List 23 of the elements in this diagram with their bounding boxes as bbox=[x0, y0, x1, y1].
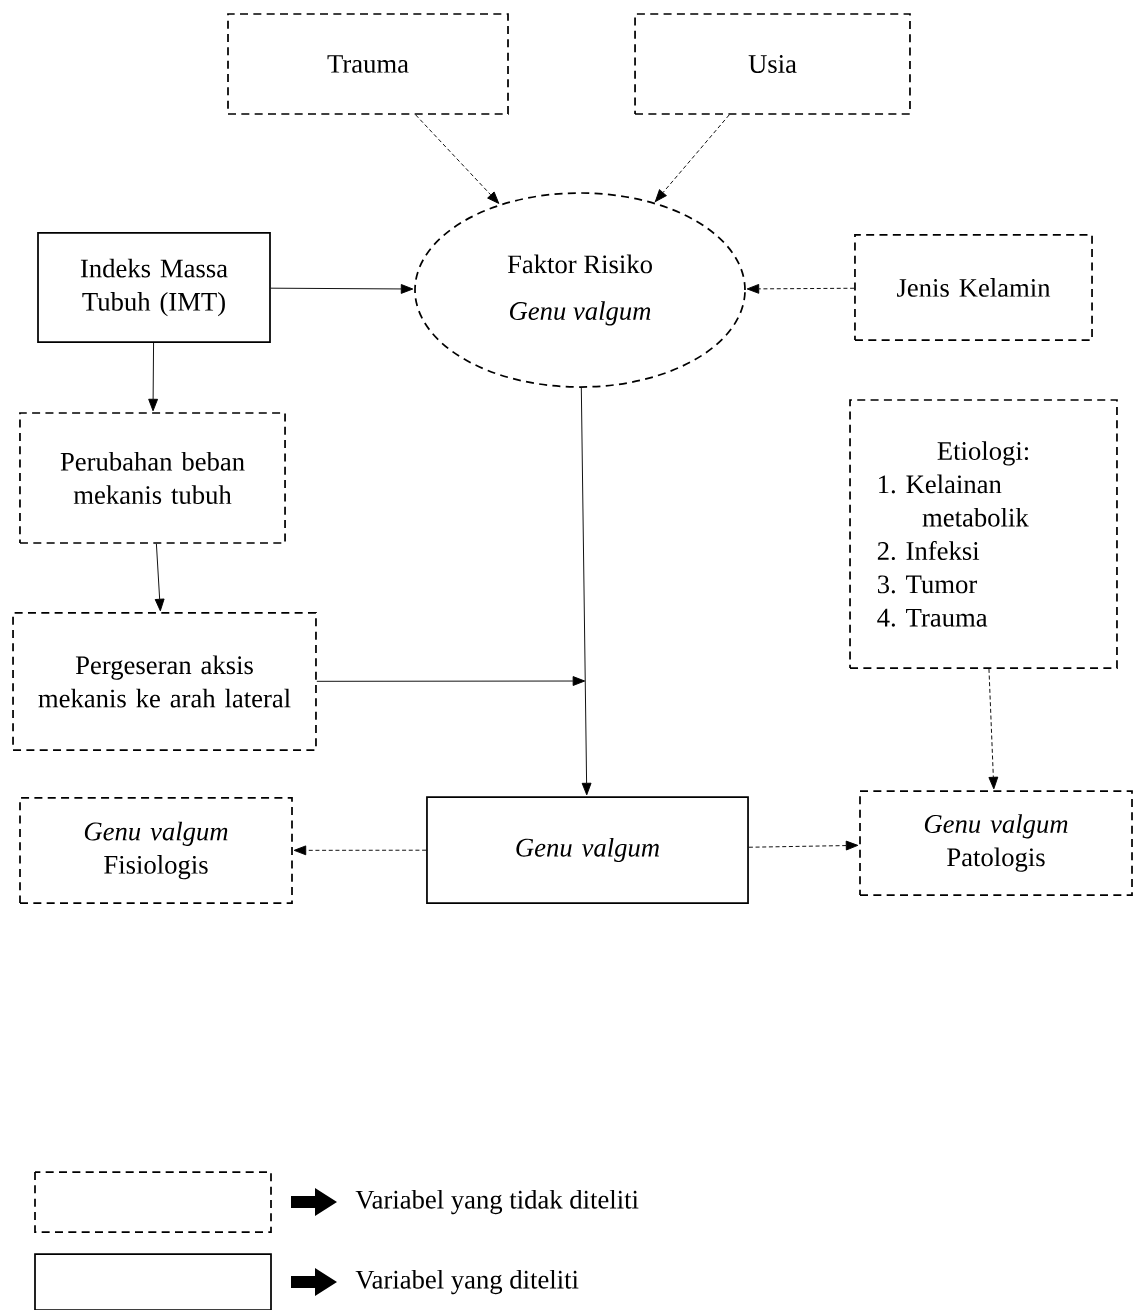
variable-box: Genu valgum bbox=[426, 796, 749, 904]
etiology-box: Etiologi: 1. Kelainan metabolik 2. Infeksi 3. Tumor 4. Trauma bbox=[849, 399, 1118, 669]
arrow bbox=[270, 284, 414, 294]
arrow bbox=[746, 283, 855, 294]
arrow bbox=[293, 845, 427, 856]
legend-text: Variabel yang tidak diteliti bbox=[355, 1189, 639, 1215]
arrow bbox=[148, 342, 159, 412]
variable-box: Genu valgum Fisiologis bbox=[19, 797, 293, 904]
variable-box: Perubahan beban mekanis tubuh bbox=[19, 412, 286, 544]
arrow bbox=[415, 114, 500, 204]
legend-text: Variabel yang diteliti bbox=[355, 1269, 579, 1295]
arrow bbox=[316, 676, 586, 686]
arrow bbox=[580, 387, 592, 796]
arrow bbox=[654, 114, 730, 203]
variable-box: Genu valgum Patologis bbox=[859, 790, 1133, 896]
arrow bbox=[154, 543, 165, 612]
variable-box: Pergeseran aksis mekanis ke arah lateral bbox=[12, 612, 317, 751]
variable-box: Indeks Massa Tubuh (IMT) bbox=[37, 232, 271, 343]
arrow bbox=[748, 840, 859, 851]
variable-box: Jenis Kelamin bbox=[854, 234, 1093, 341]
arrow bbox=[988, 668, 999, 790]
variable-box: Usia bbox=[634, 13, 911, 115]
variable-box: Trauma bbox=[227, 13, 509, 115]
